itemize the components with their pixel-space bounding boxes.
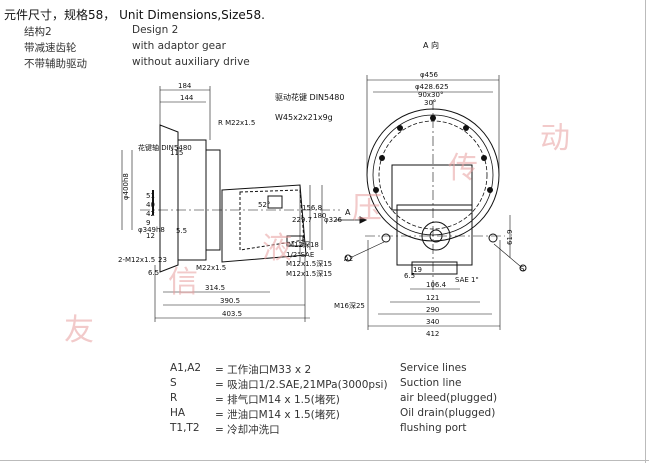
- front-dimensions: A 向 φ456 φ428.625 90x30° 30° 61.9 121 29…: [334, 40, 525, 338]
- d349-label: φ349h8: [138, 226, 165, 234]
- dim-d456: φ456: [420, 71, 439, 79]
- watermark-char-6: 动: [540, 121, 570, 156]
- dim-121: 121: [426, 294, 439, 302]
- legend-code-a1a2: A1,A2: [170, 362, 202, 374]
- dim-61-9: 61.9: [506, 229, 514, 245]
- legend-en-r: air bleed(plugged): [400, 392, 498, 404]
- legend-desc-t1t2: = 冷却冲洗口: [215, 424, 280, 436]
- spline-shaft-label: 花键轴 DIN5480: [138, 143, 192, 152]
- dim-42: 42: [146, 210, 155, 218]
- watermark-char-2: 信: [168, 265, 198, 300]
- m16-label: M16深25: [334, 301, 365, 310]
- legend-code-t1t2: T1,T2: [170, 422, 200, 434]
- legend-en-a1a2: Service lines: [400, 362, 467, 374]
- dim-390-5: 390.5: [220, 297, 240, 305]
- dim-180: 180: [313, 212, 326, 220]
- mounting-flange: [159, 124, 179, 273]
- port-a2-label: A2: [344, 255, 353, 263]
- m22-label: M22x1.5: [196, 264, 226, 272]
- legend-code-r: R: [170, 392, 178, 404]
- watermark-char-3: 液: [262, 231, 292, 266]
- dim-12: 12: [146, 232, 155, 240]
- sae-1-label: SAE 1": [455, 276, 479, 284]
- watermark-char-5: 传: [448, 151, 478, 186]
- legend-code-s: S: [170, 377, 177, 389]
- legend-en-s: Suction line: [400, 377, 462, 389]
- watermark-char-1: 友: [64, 313, 94, 348]
- r-port-label: R M22x1.5: [218, 119, 255, 127]
- dim-9: 9: [146, 219, 150, 227]
- dim-52deg: 52°: [258, 201, 270, 209]
- dim-23: 23: [158, 256, 167, 264]
- pump-block: [396, 204, 473, 266]
- legend-en-ha: Oil drain(plugged): [400, 407, 496, 419]
- page-border-bottom: [0, 460, 649, 461]
- legend-code-ha: HA: [170, 407, 186, 419]
- watermark: 友 信 液 压 传 动: [64, 121, 570, 348]
- dim-51: 51: [146, 192, 155, 200]
- dim-19: 19: [413, 266, 422, 274]
- dim-290: 290: [426, 306, 439, 314]
- dim-d326: φ326: [324, 216, 343, 224]
- view-arrow-label: A: [345, 208, 351, 217]
- sae-half-label: 1/2"SAE: [286, 251, 314, 259]
- dim-106-4: 106.4: [426, 281, 447, 289]
- dim-115: 115: [170, 149, 183, 157]
- dim-5-5: 5.5: [176, 227, 187, 235]
- dim-144: 144: [180, 94, 194, 102]
- dim-6-5-front: 6.5: [404, 272, 415, 280]
- legend-desc-a1a2: = 工作油口M33 x 2: [215, 364, 312, 376]
- dim-90x30: 90x30°: [418, 91, 443, 99]
- dim-30deg: 30°: [424, 99, 436, 107]
- page-title: 元件尺寸，规格58， Unit Dimensions,Size58.: [4, 8, 265, 22]
- adaptor-gear-label-cn: 带减速齿轮: [24, 42, 77, 54]
- dim-156-8: 156.8: [302, 204, 322, 212]
- pump-body: [221, 184, 307, 263]
- dim-40: 40: [146, 201, 155, 209]
- legend-desc-r: = 排气口M14 x 1.5(堵死): [215, 394, 340, 406]
- dim-340: 340: [426, 318, 439, 326]
- gear-housing: [177, 139, 207, 261]
- m12-depth15-b-label: M12x1.5深15: [286, 269, 332, 278]
- spline-din-label: 驱动花键 DIN5480: [275, 92, 344, 102]
- design-label-en: Design 2: [132, 24, 179, 36]
- spline-size-label: W45x2x21x9g: [275, 113, 333, 122]
- legend-desc-ha: = 泄油口M14 x 1.5(堵死): [215, 409, 340, 421]
- gear-block: [391, 164, 473, 211]
- design-label-cn: 结构2: [24, 26, 52, 38]
- dim-6-5: 6.5: [148, 269, 159, 277]
- dim-412: 412: [426, 330, 439, 338]
- d400-label: φ400h8: [122, 173, 130, 200]
- watermark-char-4: 压: [352, 191, 382, 226]
- holes-2-m12-label: 2-M12x1.5: [118, 256, 155, 264]
- front-view: [344, 75, 527, 330]
- dim-314-5: 314.5: [205, 284, 225, 292]
- aux-drive-label-en: without auxiliary drive: [132, 56, 250, 68]
- m12-depth15-a-label: M12x1.5深15: [286, 259, 332, 268]
- m12-depth18-label: M12深18: [288, 240, 319, 249]
- dim-229-7: 229.7: [292, 216, 312, 224]
- legend-en-t1t2: flushing port: [400, 422, 467, 434]
- legend-desc-s: = 吸油口1/2.SAE,21MPa(3000psi): [215, 379, 388, 391]
- view-a-label: A 向: [423, 40, 439, 50]
- page-border-right: [645, 0, 646, 463]
- dim-403-5: 403.5: [222, 310, 242, 318]
- port-s-label: S: [520, 265, 525, 273]
- side-view: [121, 86, 368, 322]
- dim-184: 184: [178, 82, 192, 90]
- aux-drive-label-cn: 不带辅助驱动: [24, 58, 87, 70]
- side-dimensions: 184 144 115 51 40 42 9 12 23 6.5 314.5 3…: [118, 82, 343, 318]
- dim-d428: φ428.625: [415, 83, 449, 91]
- adaptor-gear-label-en: with adaptor gear: [132, 40, 226, 52]
